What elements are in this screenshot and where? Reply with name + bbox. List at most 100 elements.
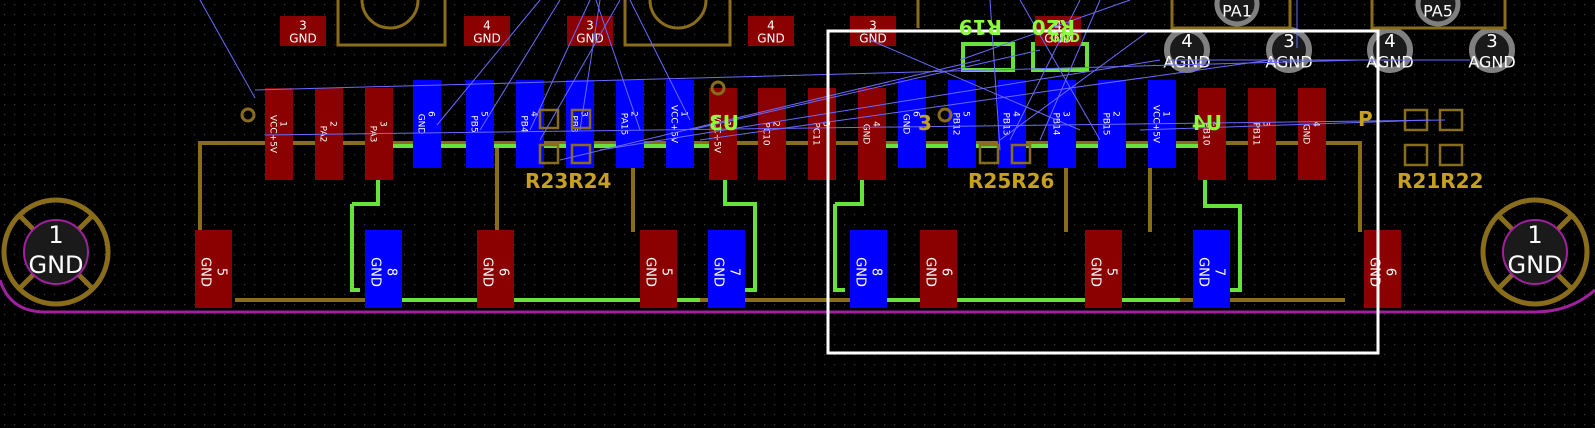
pad-net: GND: [368, 257, 383, 287]
partial-pad: [1415, 0, 1461, 27]
ratsnest-lines: [199, 0, 1470, 161]
pad-body: [709, 88, 737, 180]
pad-ring: [1469, 27, 1515, 73]
pad-body: [616, 80, 644, 168]
pad-number: 6: [1383, 268, 1398, 276]
pad-body: [850, 230, 887, 308]
pad-net: PB5: [469, 115, 479, 132]
pad-number: 4: [483, 19, 491, 33]
pad-number: 3: [869, 19, 877, 33]
selection-rectangle[interactable]: [826, 29, 1380, 355]
board-edge-outline: [0, 279, 1595, 314]
pad-net: GND: [289, 32, 317, 46]
pad-net: PB4: [519, 115, 529, 133]
pad-number: 7: [1212, 268, 1227, 276]
pad-number: 1: [1161, 111, 1171, 117]
pad-net: GND: [473, 32, 501, 46]
pad-net: GND: [480, 257, 495, 287]
pad-body: [1298, 88, 1326, 180]
pad-body: [808, 88, 836, 180]
pad-number: 3: [821, 121, 831, 127]
pad-net: PB3: [569, 115, 579, 132]
top-right-labels: PA1 PA5: [1214, 0, 1461, 27]
pad-net: PB10: [1201, 122, 1211, 145]
ref-r21r22: R21R22: [1397, 169, 1483, 193]
pad-number: 4: [529, 111, 539, 117]
pad-number: 5: [214, 268, 229, 276]
pad-number: 7: [727, 268, 742, 276]
pad-net: VCC+5V: [669, 105, 679, 144]
pad-net: PA15: [619, 113, 629, 135]
pad-number: 5: [479, 111, 489, 117]
ref-r23r24: R23R24: [525, 169, 611, 193]
pad-number: 4: [767, 19, 775, 33]
pad-body: [748, 16, 794, 46]
back-silkscreen-refs: U3 U4 R19 R20 GND: [709, 15, 1222, 135]
pad-body: [280, 16, 326, 46]
small-resistor-pads: [538, 108, 1464, 167]
pad-net: AGND: [1163, 53, 1210, 72]
pad-net: GND: [198, 257, 213, 287]
pad-number: 1: [679, 111, 689, 117]
ref-p: P: [1358, 107, 1373, 131]
pad-net: AGND: [1366, 53, 1413, 72]
ref-u3: U3: [709, 111, 739, 135]
pad-body: [758, 88, 786, 180]
pad-net: GND: [1196, 257, 1211, 287]
pad-net: GND: [1088, 257, 1103, 287]
pad-net: GND: [923, 257, 938, 287]
pad-number: 3: [299, 19, 307, 33]
pad-net-label: PA1: [1222, 2, 1252, 21]
pad-body: [1364, 230, 1401, 308]
pad-number: 2: [1111, 111, 1121, 117]
pad-body: [365, 230, 402, 308]
pad-number: 2: [771, 121, 781, 127]
pad-number: 5: [961, 111, 971, 117]
pad-body: [413, 80, 441, 168]
pad-body: [858, 88, 886, 180]
pad-net-label: PA5: [1423, 2, 1453, 21]
pad-number: 4: [1011, 111, 1021, 117]
pad-net: VCC+5V: [1151, 105, 1161, 144]
pad-body: [1193, 230, 1230, 308]
pad-number: 5: [659, 268, 674, 276]
pad-number: 3: [378, 121, 388, 127]
